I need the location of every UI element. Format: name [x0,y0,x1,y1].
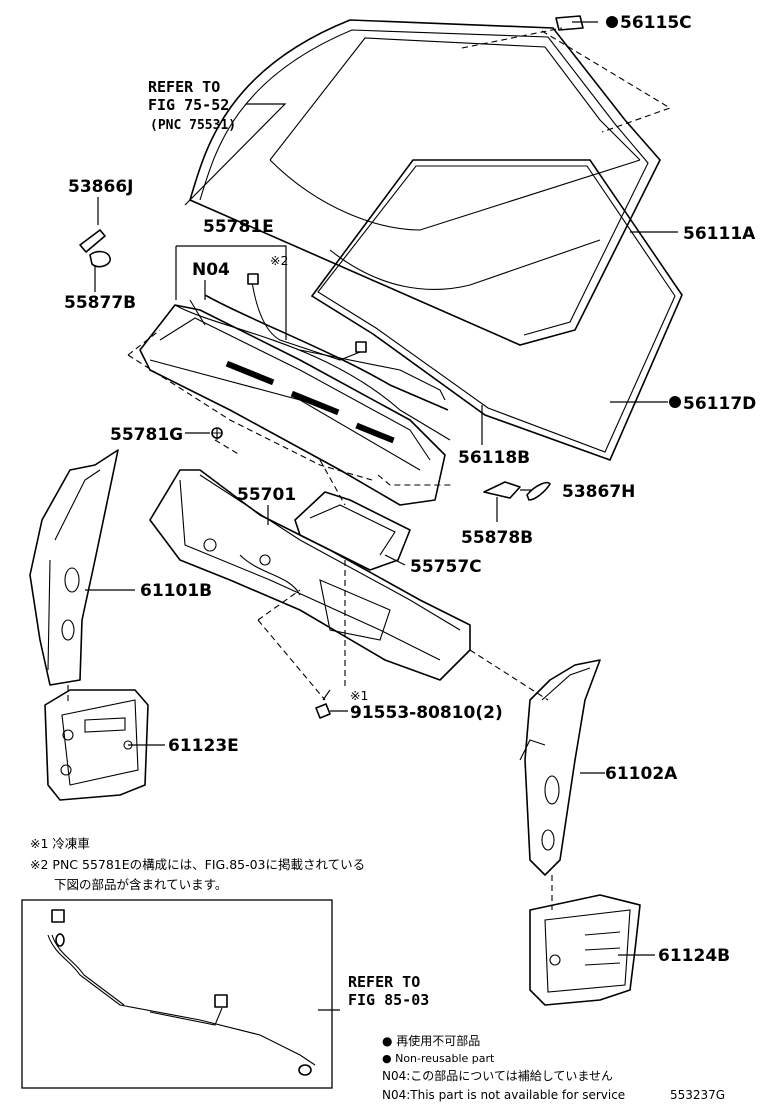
seal-53867h [526,481,551,501]
seal-n04 [204,294,449,411]
leader-lines [85,16,681,1011]
bracket-53866j [79,229,106,253]
label-55757c: 55757C [410,557,482,577]
relation-lines [67,329,553,910]
clip-55781g [211,427,223,440]
note-2-line2: 下図の部品が含まれています。 [54,877,227,892]
label-55701: 55701 [237,485,296,505]
label-91553-80810: 91553-80810(2) [350,703,503,723]
label-56115c: 56115C [620,13,692,33]
legend-n04-en: N04:This part is not available for servi… [382,1088,625,1102]
label-61124b: 61124B [658,946,730,966]
label-53867h: 53867H [562,482,635,502]
label-56111a: 56111A [683,224,756,244]
label-53866j: 53866J [68,177,133,197]
label-56117d: 56117D [683,394,756,414]
label-55877b: 55877B [64,293,136,313]
label-61101b: 61101B [140,581,212,601]
label-refer-fig-85-line1: REFER TO [348,973,420,991]
bolt-91553-80810 [315,689,331,719]
washer-hose-note2 [247,273,446,401]
label-61123e: 61123E [168,736,239,756]
label-55878b: 55878B [461,528,533,548]
label-refer-fig-85-line2: FIG 85-03 [348,991,429,1009]
label-refer-fig-75-line1: REFER TO [148,78,220,96]
legend-non-reusable-en: ● Non-reusable part [382,1052,495,1065]
windshield-glass [310,159,683,462]
label-n04: N04 [192,260,230,280]
cowl-louver-55781e [139,299,451,506]
label-55781g: 55781G [110,425,183,445]
cover-55878b [483,481,521,499]
label-55781e: 55781E [203,217,274,237]
sticker-56115c [461,15,672,133]
pillar-left-61101b [29,449,119,686]
label-61102a: 61102A [605,764,678,784]
legend-n04-ja: N04:この部品については補給していません [382,1068,613,1083]
dash-panel-55701 [149,469,471,681]
panel-55757c [294,491,411,571]
note-2-line1: ※2 PNC 55781Eの構成には、FIG.85-03に掲載されている [30,857,365,872]
label-56118b: 56118B [458,448,530,468]
cover-55877b [89,250,111,268]
panel-61124b [529,894,641,1006]
label-note1-mark: ※1 [350,688,368,703]
label-refer-fig-75-line2: FIG 75-52 [148,96,229,114]
note-1-reefer: ※1 冷凍車 [30,836,90,851]
label-note2-mark: ※2 [270,253,288,268]
label-refer-fig-75-line3: (PNC 75531) [150,118,236,133]
legend-non-reusable-ja: ● 再使用不可部品 [382,1033,480,1048]
inset-detail-box [21,899,333,1089]
pillar-right-61102a [519,659,601,876]
windshield-moulding-56111a [189,19,661,346]
figure-id: 553237G [670,1088,725,1102]
